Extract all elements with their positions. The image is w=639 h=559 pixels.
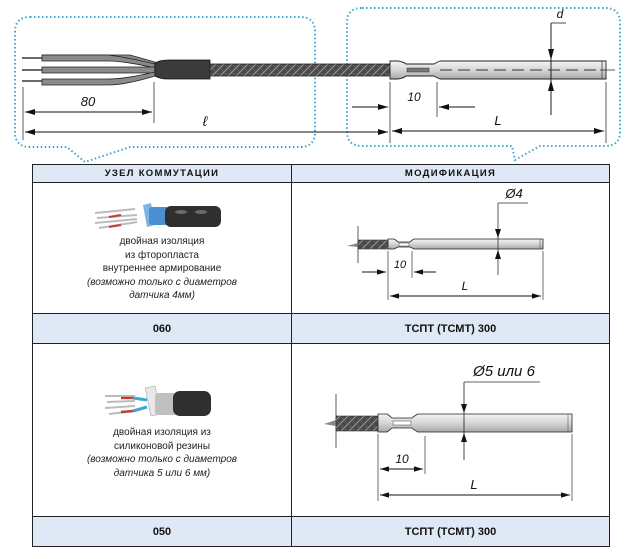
- probe-drawing-4mm: Ø4 10 L: [347, 186, 544, 300]
- dimension-10: 10: [352, 82, 475, 143]
- modification-name: ТСПТ (ТСМТ) 300: [291, 313, 610, 344]
- left-callout-bubble: [14, 16, 316, 164]
- dimension-d: d: [548, 7, 566, 115]
- header-modification: МОДИФИКАЦИЯ: [291, 164, 610, 183]
- dim-L-label: L: [494, 113, 501, 128]
- connector-code: 050: [32, 516, 292, 547]
- probe-drawing-5-6mm: Ø5 или 6 10 L: [324, 363, 573, 501]
- modification-name: ТСПТ (ТСМТ) 300: [291, 516, 610, 547]
- dim-10-label: 10: [394, 259, 407, 271]
- dimension-80: 80: [22, 82, 155, 140]
- desc-note-line: датчика 5 или 6 мм): [113, 467, 211, 479]
- desc-line: внутреннее армирование: [102, 263, 222, 274]
- dim-L-label: L: [462, 279, 469, 293]
- desc-note-line: датчика 4мм): [129, 290, 195, 301]
- dim-d-label: d: [557, 7, 564, 21]
- desc-line: из фторопласта: [125, 249, 199, 261]
- diameter-label: Ø4: [504, 186, 522, 201]
- fluoroplastic-cable-icon: [94, 203, 221, 229]
- diameter-label: Ø5 или 6: [472, 363, 535, 380]
- connector-cell: двойная изоляция из фторопласта внутренн…: [32, 182, 292, 314]
- connector-description: двойная изоляция из фторопласта внутренн…: [33, 235, 291, 303]
- right-callout-bubble: [346, 7, 621, 162]
- sensor-assembly-drawing: 80 ℓ 10 L d: [14, 7, 621, 164]
- desc-note-line: (возможно только с диаметров: [86, 454, 238, 465]
- dim-80-label: 80: [81, 94, 96, 109]
- modification-drawing-cell: Ø5 или 6 10 L: [291, 343, 610, 517]
- connector-code: 060: [32, 313, 292, 344]
- spec-table: УЗЕЛ КОММУТАЦИИ МОДИФИКАЦИЯ: [32, 164, 610, 547]
- modification-drawing-cell: Ø4 10 L: [291, 182, 610, 314]
- dim-10-label: 10: [407, 90, 421, 104]
- dimension-l-total: ℓ: [25, 113, 388, 135]
- table-row-codes: 060 ТСПТ (ТСМТ) 300: [32, 313, 610, 344]
- table-row-codes: 050 ТСПТ (ТСМТ) 300: [32, 516, 610, 547]
- desc-line: двойная изоляция из: [113, 427, 211, 438]
- dim-10-label: 10: [395, 452, 409, 466]
- lead-wires: [22, 54, 156, 86]
- header-switching-node: УЗЕЛ КОММУТАЦИИ: [32, 164, 292, 183]
- connector-cell: двойная изоляция из силиконовой резины (…: [32, 343, 292, 517]
- probe-sheath: [389, 60, 615, 80]
- dimension-L: L: [392, 82, 607, 143]
- braided-cable: [209, 63, 391, 77]
- dim-L-label: L: [470, 477, 477, 492]
- dim-l-total-label: ℓ: [202, 113, 208, 129]
- table-row: двойная изоляция из фторопласта внутренн…: [32, 182, 610, 314]
- desc-line: силиконовой резины: [113, 440, 211, 452]
- silicone-cable-icon: [104, 385, 211, 417]
- table-row: двойная изоляция из силиконовой резины (…: [32, 343, 610, 517]
- desc-note-line: (возможно только с диаметров: [86, 276, 238, 288]
- table-header-row: УЗЕЛ КОММУТАЦИИ МОДИФИКАЦИЯ: [32, 164, 610, 183]
- desc-line: двойная изоляция: [119, 236, 205, 247]
- heat-shrink-sleeve: [154, 59, 211, 80]
- connector-description: двойная изоляция из силиконовой резины (…: [33, 426, 291, 480]
